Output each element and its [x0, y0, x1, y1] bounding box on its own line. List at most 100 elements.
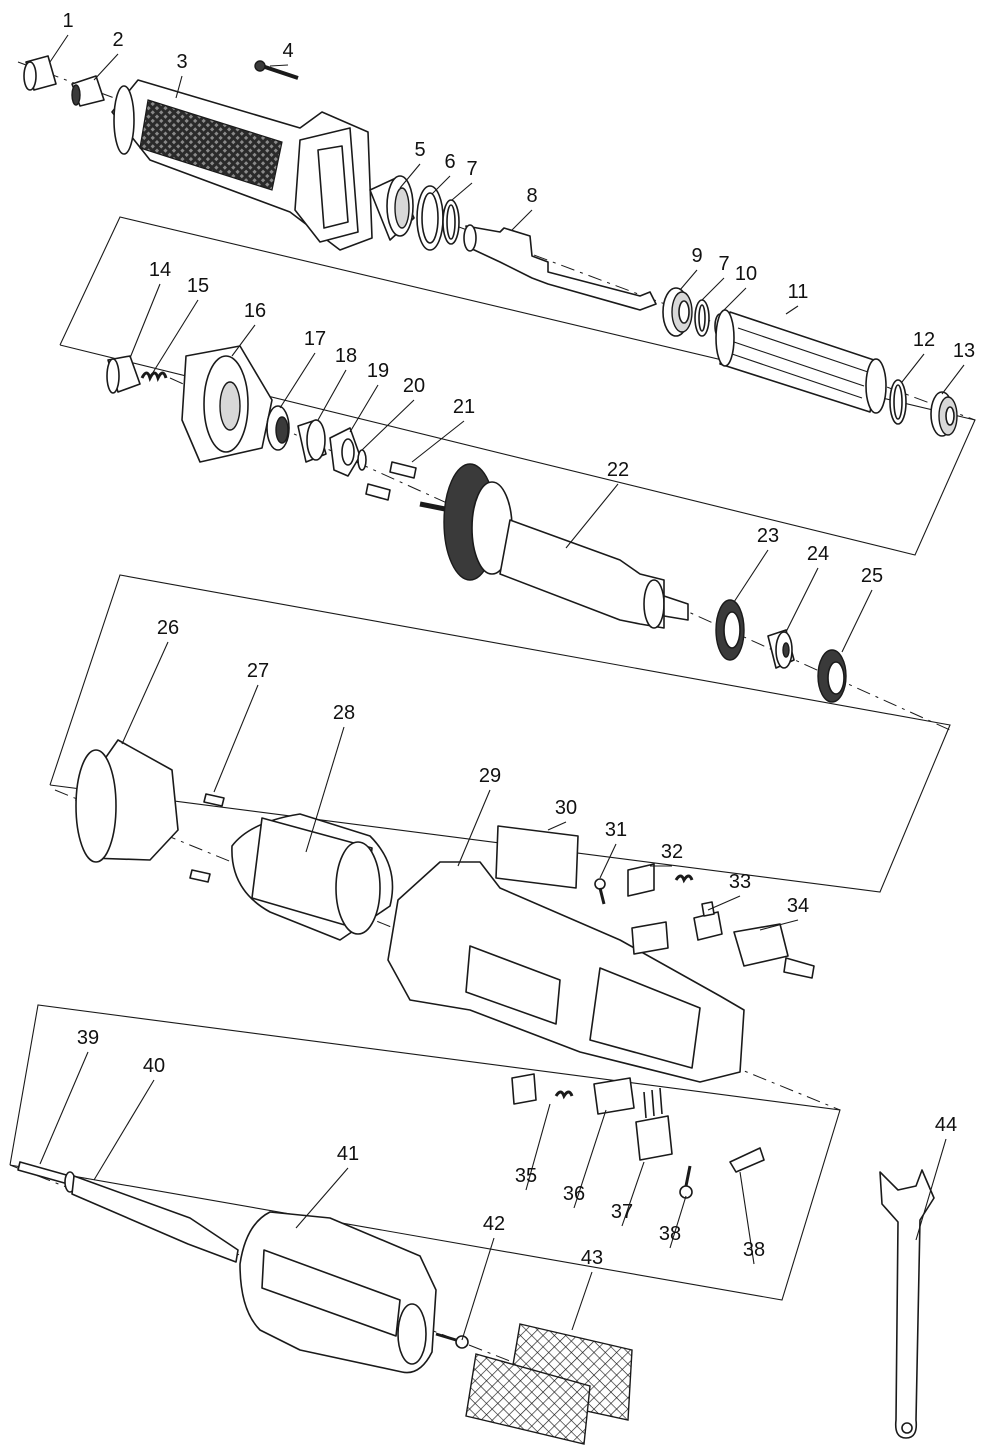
- part-number-label: 34: [787, 895, 809, 917]
- part-15-spring: [140, 371, 168, 383]
- part-number-label: 39: [77, 1027, 99, 1049]
- leader-line: [305, 726, 345, 853]
- part-39-clamp: [729, 1147, 765, 1173]
- part-number-label: 41: [337, 1143, 359, 1165]
- leader-line: [941, 364, 965, 395]
- part-34-switch: [733, 923, 815, 979]
- part-number-label: 44: [935, 1114, 957, 1136]
- part-12-washer: [889, 379, 907, 425]
- leader-line: [701, 277, 725, 301]
- part-19-plate: [329, 427, 361, 477]
- part-number-label: 17: [304, 328, 326, 350]
- part-14-sleeve: [106, 355, 141, 394]
- part-number-label: 33: [729, 871, 751, 893]
- part-38-screw-2: [435, 1332, 469, 1349]
- part-7-ring: [442, 199, 460, 245]
- part-number-label: 23: [757, 525, 779, 547]
- part-number-label: 1: [62, 10, 73, 32]
- leader-line: [525, 1103, 551, 1191]
- leader-line: [151, 299, 199, 375]
- part-number-label: 42: [483, 1213, 505, 1235]
- part-9-bearing: [662, 287, 693, 337]
- leader-line: [431, 175, 451, 195]
- part-number-label: 22: [607, 459, 629, 481]
- leader-line: [719, 287, 747, 315]
- part-5-bushing: [369, 175, 415, 241]
- part-number-label: 30: [555, 797, 577, 819]
- part-24-bushing: [767, 629, 795, 669]
- leader-line: [733, 549, 769, 603]
- part-number-label: 7: [718, 253, 729, 275]
- leader-line: [841, 589, 873, 653]
- leader-line: [295, 1167, 349, 1229]
- part-44-wrench: [879, 1169, 935, 1439]
- leader-line: [269, 64, 289, 67]
- part-35-brush: [511, 1073, 574, 1105]
- part-number-label: 27: [247, 660, 269, 682]
- part-13-bearing: [930, 391, 958, 437]
- part-number-label: 4: [282, 40, 293, 62]
- part-33-knob: [693, 901, 723, 941]
- part-36-brush-holder: [593, 1077, 635, 1115]
- part-31-screw: [594, 878, 606, 905]
- leader-line: [621, 1161, 645, 1227]
- leader-line: [669, 1195, 687, 1249]
- part-number-label: 32: [661, 841, 683, 863]
- part-number-label: 11: [788, 281, 809, 303]
- leader-line: [411, 420, 465, 463]
- leader-line: [599, 843, 617, 879]
- leader-line: [547, 821, 567, 831]
- part-11-sleeve: [715, 309, 887, 414]
- part-number-label: 2: [112, 29, 123, 51]
- part-40-41-cable: [17, 1161, 239, 1263]
- leader-line: [457, 789, 491, 867]
- part-number-label: 31: [605, 819, 627, 841]
- part-4-screw: [254, 60, 299, 80]
- part-29-motor-housing: [387, 861, 745, 1083]
- leader-line: [231, 324, 256, 357]
- part-number-label: 38: [659, 1223, 681, 1245]
- leader-line: [785, 567, 819, 633]
- leader-line: [565, 483, 619, 549]
- leader-line: [679, 269, 698, 291]
- frame-rear-group: [9, 1004, 841, 1301]
- frame-rotor-group: [59, 216, 976, 556]
- part-number-label: 3: [176, 51, 187, 73]
- part-17-bearing: [266, 405, 290, 451]
- part-number-label: 37: [611, 1201, 633, 1223]
- leader-line: [213, 684, 259, 793]
- leader-line: [349, 384, 379, 433]
- part-number-label: 5: [414, 139, 425, 161]
- part-6-washer: [416, 185, 444, 251]
- part-23-fan: [715, 599, 745, 661]
- leader-line: [361, 399, 415, 451]
- part-27-pins: [189, 793, 225, 883]
- part-number-label: 35: [515, 1165, 537, 1187]
- part-3-front-housing: [111, 79, 373, 251]
- leader-line: [461, 1237, 495, 1341]
- part-number-label: 38: [743, 1239, 765, 1261]
- part-25-bearing: [817, 649, 847, 703]
- part-number-label: 16: [244, 300, 266, 322]
- part-number-label: 43: [581, 1247, 603, 1269]
- leader-line: [785, 305, 799, 315]
- part-32-lever: [627, 863, 694, 955]
- frame-housing-group: [49, 574, 951, 893]
- part-number-label: 9: [691, 245, 702, 267]
- part-number-label: 6: [444, 151, 455, 173]
- leader-line: [901, 353, 925, 383]
- part-43-filters: [465, 1323, 633, 1445]
- part-number-label: 19: [367, 360, 389, 382]
- grouping-frames: [9, 216, 976, 1301]
- part-number-label: 18: [335, 345, 357, 367]
- part-number-label: 28: [333, 702, 355, 724]
- part-number-label: 36: [563, 1183, 585, 1205]
- part-30-label: [495, 825, 579, 889]
- part-26-fan-baffle: [75, 739, 179, 863]
- leader-line: [707, 895, 741, 911]
- part-number-label: 29: [479, 765, 501, 787]
- part-number-label: 8: [526, 185, 537, 207]
- leader-line: [451, 182, 473, 201]
